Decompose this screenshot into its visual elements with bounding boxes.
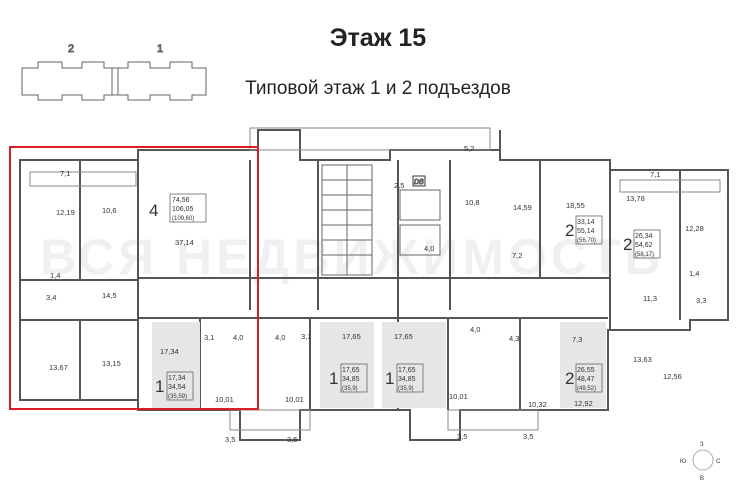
svg-text:34,85: 34,85: [398, 376, 416, 383]
compass-south: В: [700, 476, 704, 482]
page-title: Этаж 15: [329, 24, 427, 52]
svg-text:33,14: 33,14: [577, 219, 595, 226]
room-area: 12,92: [574, 399, 593, 408]
room-area: 11,3: [643, 294, 657, 303]
room-area: 7,3: [572, 335, 582, 344]
svg-text:(49,52): (49,52): [577, 386, 596, 392]
shaded-rooms: [152, 322, 606, 408]
room-area: 3,1: [301, 332, 311, 341]
room-area: 4,0: [470, 325, 480, 334]
page-subtitle: Типовой этаж 1 и 2 подъездов: [245, 78, 511, 99]
room-area: 1,4: [689, 269, 699, 278]
room-area: 13,67: [49, 363, 68, 372]
svg-text:1: 1: [155, 377, 164, 396]
room-area: 5,2: [464, 144, 474, 153]
svg-text:17,34: 17,34: [168, 375, 186, 382]
apt2c-label: 2 26,55 48,47 (49,52): [565, 363, 603, 393]
compass-north: З: [700, 442, 704, 448]
watermark: ВСЯ НЕДВИЖИМОСТЬ: [40, 229, 665, 285]
apt4-label: 4 74,56 106,05 (109,60): [149, 193, 207, 223]
svg-text:26,55: 26,55: [577, 367, 595, 374]
room-area: 10,8: [465, 198, 480, 207]
room-area: 10,01: [285, 395, 304, 404]
room-area: 10,32: [528, 400, 547, 409]
room-area: 4,3: [509, 334, 519, 343]
stair-core: DB: [321, 164, 441, 276]
room-area: 7,1: [650, 170, 660, 179]
svg-text:(35,9): (35,9): [342, 386, 358, 392]
highlight-apt4: [9, 146, 259, 410]
svg-text:2: 2: [565, 221, 574, 240]
room-area: 12,19: [56, 208, 75, 217]
apt1a-label: 1 17,34 34,54 (35,59): [155, 371, 194, 401]
room-area: 4,0: [233, 333, 243, 342]
svg-text:1: 1: [329, 369, 338, 388]
room-area: 4,0: [424, 244, 434, 253]
svg-text:74,56: 74,56: [172, 197, 190, 204]
svg-text:55,14: 55,14: [577, 228, 595, 235]
room-area: 7,1: [60, 169, 70, 178]
svg-text:4: 4: [149, 201, 158, 220]
svg-text:(35,59): (35,59): [168, 394, 187, 400]
room-area: 18,55: [566, 201, 585, 210]
apt2b-label: 2 26,34 54,62 (58,17): [623, 229, 661, 259]
room-area: 3,5: [523, 432, 533, 441]
room-area: 1,4: [50, 271, 60, 280]
key-plan: 2 1: [21, 43, 207, 101]
room-area: 13,63: [633, 355, 652, 364]
room-area: 17,65: [394, 332, 413, 341]
svg-text:106,05: 106,05: [172, 206, 194, 213]
svg-text:2: 2: [623, 235, 632, 254]
room-area: 10,01: [215, 395, 234, 404]
room-areas: 7,1 12,19 10,6 37,14 1,4 3,4 14,5 13,67 …: [46, 144, 706, 444]
room-area: 14,59: [513, 203, 532, 212]
svg-text:26,34: 26,34: [635, 233, 653, 240]
room-area: 10,6: [102, 206, 117, 215]
room-area: 37,14: [175, 238, 194, 247]
room-area: 3,5: [287, 435, 297, 444]
room-area: 7,2: [512, 251, 522, 260]
svg-text:34,85: 34,85: [342, 376, 360, 383]
balconies: [29, 127, 721, 431]
svg-text:(56,70): (56,70): [577, 238, 596, 244]
room-area: 3,3: [696, 296, 706, 305]
svg-text:(58,17): (58,17): [635, 252, 654, 258]
apt1b-label: 1 17,65 34,85 (35,9): [329, 363, 368, 393]
room-area: 3,4: [46, 293, 56, 302]
svg-text:17,65: 17,65: [398, 367, 416, 374]
svg-text:17,65: 17,65: [342, 367, 360, 374]
svg-text:54,62: 54,62: [635, 242, 653, 249]
room-area: 4,0: [275, 333, 285, 342]
room-area: 13,78: [626, 194, 645, 203]
elevator-label: DB: [414, 179, 424, 186]
room-area: 12,28: [685, 224, 704, 233]
room-area: 12,56: [663, 372, 682, 381]
compass-icon: З В С Ю: [680, 442, 721, 482]
svg-text:2: 2: [565, 369, 574, 388]
apt2a-label: 2 33,14 55,14 (56,70): [565, 215, 603, 245]
room-area: 14,5: [102, 291, 117, 300]
room-area: 17,65: [342, 332, 361, 341]
svg-text:(35,9): (35,9): [398, 386, 414, 392]
apt1c-label: 1 17,65 34,85 (35,9): [385, 363, 424, 393]
key-plan-label-1: 1: [157, 43, 163, 55]
svg-text:34,54: 34,54: [168, 384, 186, 391]
svg-text:(109,60): (109,60): [172, 216, 194, 222]
compass-east: С: [716, 459, 721, 465]
room-area: 3,5: [225, 435, 235, 444]
compass-west: Ю: [680, 459, 686, 465]
key-plan-label-2: 2: [68, 43, 74, 55]
svg-text:48,47: 48,47: [577, 376, 595, 383]
room-area: 2,5: [394, 181, 404, 190]
room-area: 10,01: [449, 392, 468, 401]
room-area: 3,1: [204, 333, 214, 342]
room-area: 3,5: [457, 432, 467, 441]
svg-text:1: 1: [385, 369, 394, 388]
room-area: 17,34: [160, 347, 179, 356]
room-area: 13,15: [102, 359, 121, 368]
